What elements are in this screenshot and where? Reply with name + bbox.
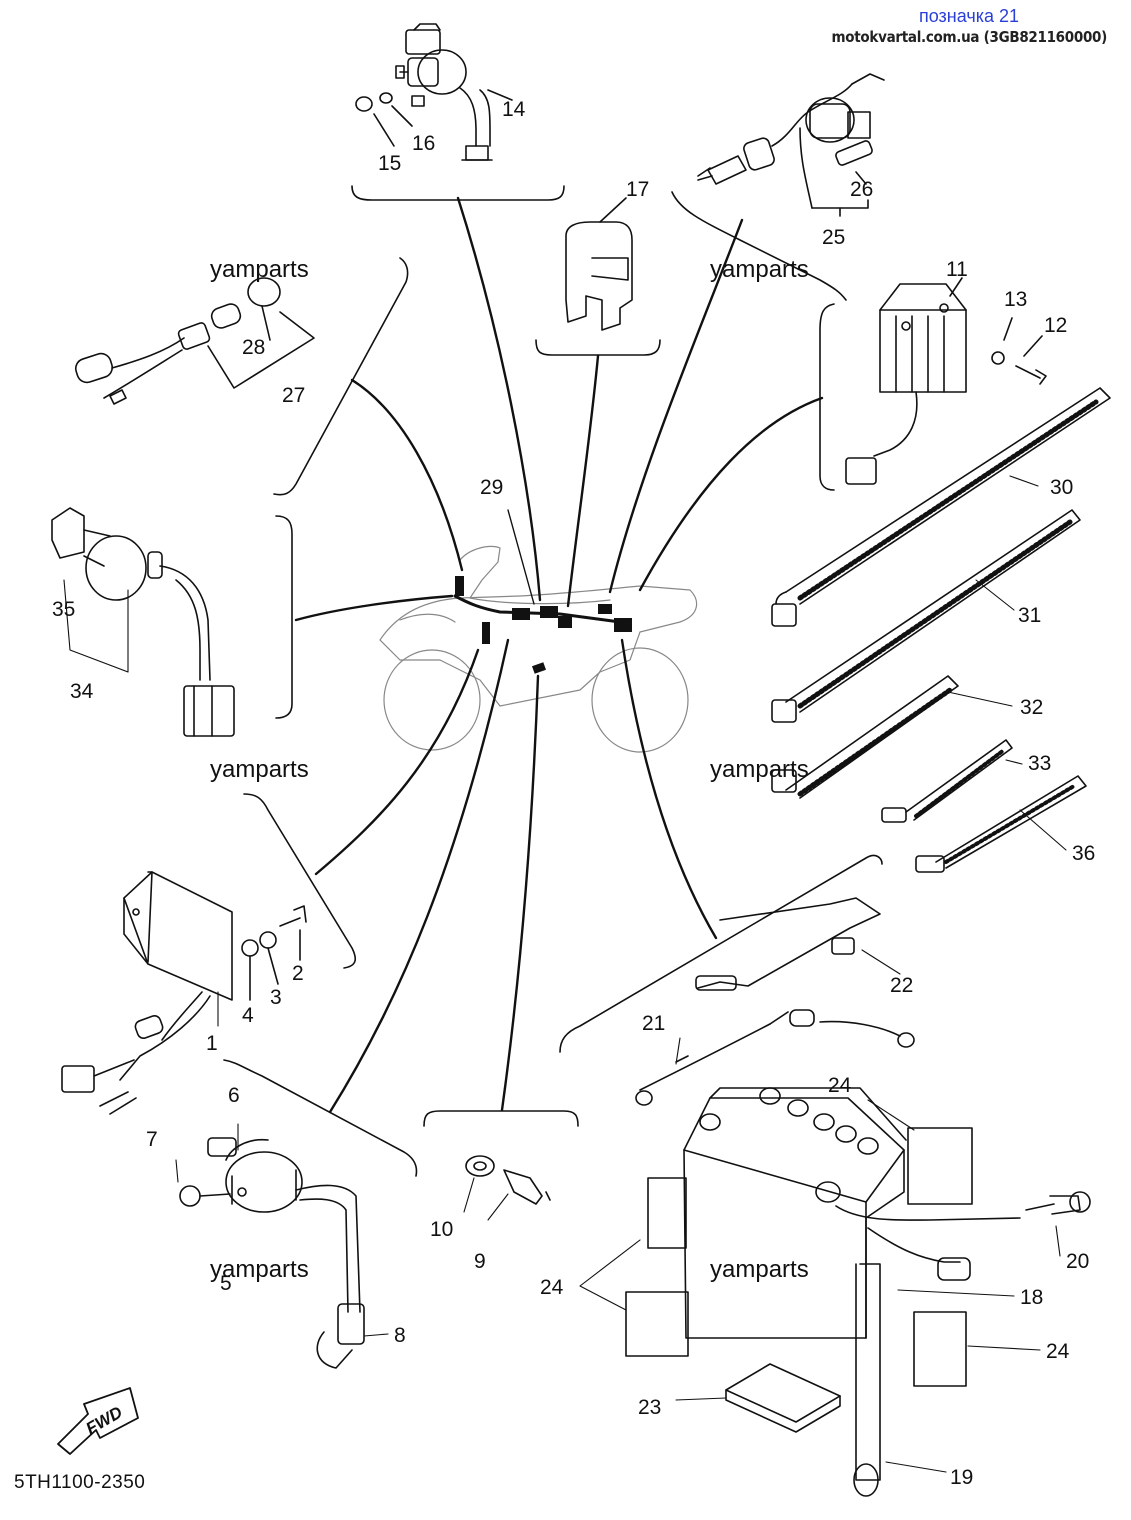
part-label-24-left: 24 <box>540 1276 564 1299</box>
part-label-14: 14 <box>502 98 526 121</box>
part-label-35: 35 <box>52 598 75 621</box>
atv-silhouette <box>379 545 698 753</box>
part-label-18: 18 <box>1020 1286 1043 1309</box>
header-source: motokvartal.com.ua (3GB821160000) <box>831 28 1108 46</box>
leader-29 <box>507 509 535 605</box>
neutral-switch-9-drawing <box>465 1155 551 1205</box>
tie-teeth <box>797 399 1099 864</box>
part-label-13: 13 <box>1004 288 1027 311</box>
part-label-23: 23 <box>638 1396 661 1419</box>
brackets <box>223 185 883 1177</box>
part-label-16: 16 <box>412 132 435 155</box>
part-label-25: 25 <box>822 226 845 249</box>
battery-18-drawing <box>625 897 1091 1497</box>
fwd-arrow-icon <box>57 1387 139 1455</box>
harness-markers <box>455 576 632 674</box>
harness-main-line <box>453 594 622 624</box>
part-label-4: 4 <box>242 1004 254 1027</box>
part-label-24-right: 24 <box>1046 1340 1070 1363</box>
part-label-19: 19 <box>950 1466 973 1489</box>
part-label-24-top: 24 <box>828 1074 852 1097</box>
part-label-11: 11 <box>946 258 968 281</box>
part-label-33: 33 <box>1028 752 1051 775</box>
part-label-3: 3 <box>270 986 282 1009</box>
part-label-20: 20 <box>1066 1250 1089 1273</box>
relay-25-drawing <box>697 73 885 217</box>
callout-lines <box>63 475 1067 1473</box>
part-label-12: 12 <box>1044 314 1067 337</box>
part-label-26: 26 <box>850 178 873 201</box>
fwd-label: FWD <box>83 1403 126 1439</box>
main-switch-34-drawing <box>51 507 235 737</box>
part-label-28: 28 <box>242 336 265 359</box>
watermark-6: yamparts <box>710 1256 809 1283</box>
part-label-36: 36 <box>1072 842 1095 865</box>
diagram-code: 5TH1100-2350 <box>14 1472 146 1493</box>
part-label-30: 30 <box>1050 476 1073 499</box>
watermark-3: yamparts <box>210 756 309 783</box>
regulator-11-drawing <box>845 277 1047 485</box>
part-label-15: 15 <box>378 152 401 175</box>
part-numbers: 1 2 3 4 5 6 7 8 9 10 11 12 13 14 15 16 1… <box>52 98 1095 1489</box>
cdi-unit-1-drawing <box>61 871 307 1115</box>
cable-ties-drawing <box>771 387 1111 873</box>
header-title: позначка 21 <box>918 6 1019 26</box>
part-label-1: 1 <box>206 1032 218 1055</box>
watermark-2: yamparts <box>710 256 809 283</box>
part-label-22: 22 <box>890 974 913 997</box>
part-label-10: 10 <box>430 1218 453 1241</box>
part-label-2: 2 <box>292 962 304 985</box>
part-label-9: 9 <box>474 1250 486 1273</box>
relay-14-drawing <box>355 23 513 161</box>
part-label-32: 32 <box>1020 696 1043 719</box>
part-label-7: 7 <box>146 1128 158 1151</box>
cover-17-drawing <box>565 197 633 331</box>
watermark-1: yamparts <box>210 256 309 283</box>
part-label-5: 5 <box>220 1272 232 1295</box>
part-label-6: 6 <box>228 1084 240 1107</box>
watermark-5: yamparts <box>210 1256 309 1283</box>
sensor-27-drawing <box>74 277 315 405</box>
part-label-21: 21 <box>642 1012 665 1035</box>
leader-lines <box>294 196 824 1114</box>
part-label-31: 31 <box>1018 604 1041 627</box>
part-label-27: 27 <box>282 384 305 407</box>
watermark-4: yamparts <box>710 756 809 783</box>
part-label-29: 29 <box>480 476 503 499</box>
part-label-34: 34 <box>70 680 94 703</box>
ignition-coil-5-drawing <box>179 1137 365 1369</box>
part-label-8: 8 <box>394 1324 406 1347</box>
part-label-17: 17 <box>626 178 649 201</box>
